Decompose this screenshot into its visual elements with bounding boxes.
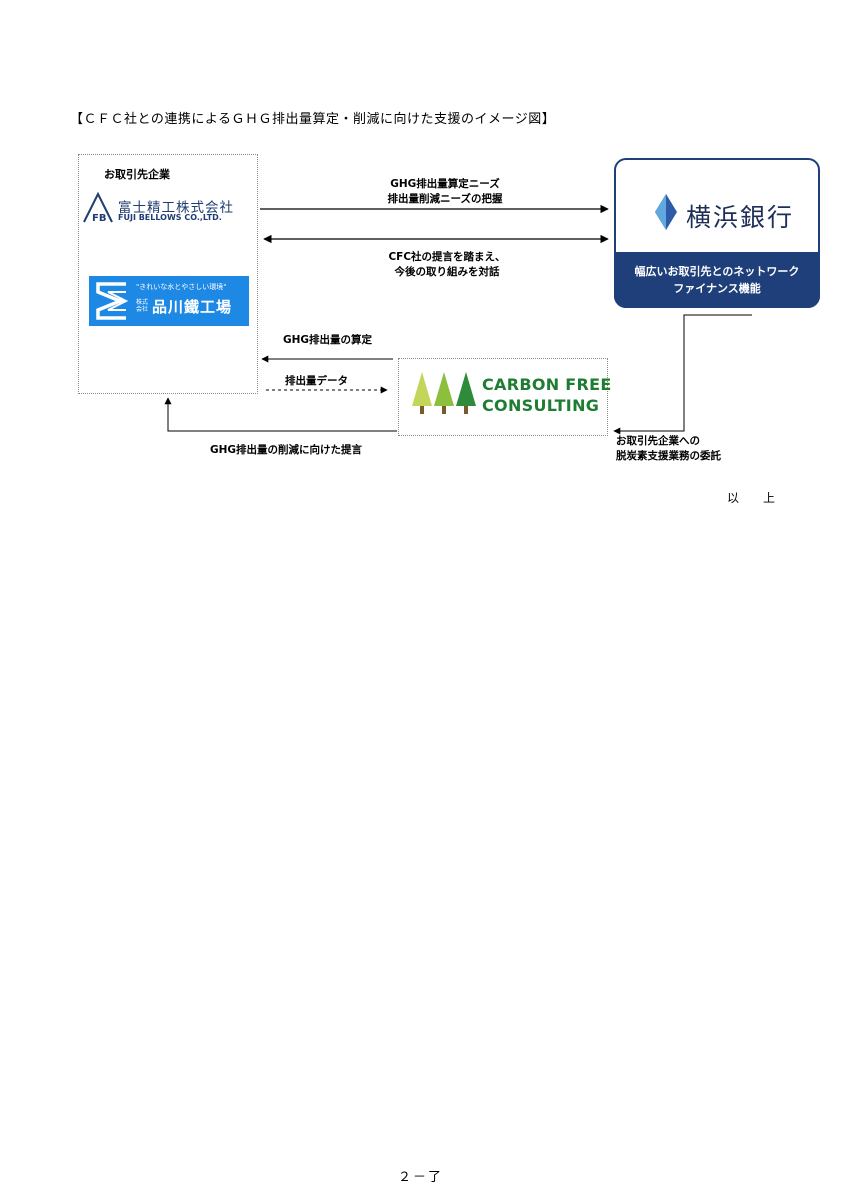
shinagawa-co1: 株式 — [136, 299, 149, 306]
bank-description: 幅広いお取引先とのネットワーク ファイナンス機能 — [614, 263, 820, 297]
fuji-name-jp: 富士精工株式会社 — [118, 200, 234, 216]
trees-icon — [412, 372, 476, 414]
fuji-logo-icon: FB — [83, 191, 113, 224]
end-mark: 以 上 — [727, 491, 782, 505]
shinagawa-co2: 会社 — [136, 306, 149, 313]
tree-3 — [456, 372, 476, 414]
fuji-name-en: FUJI BELLOWS CO.,LTD. — [118, 213, 222, 222]
tree-2 — [434, 372, 454, 414]
shinagawa-tagline: "きれいな水とやさしい環境" — [136, 283, 227, 291]
shinagawa-s-icon — [96, 282, 129, 320]
bank-sub-2: ファイナンス機能 — [673, 282, 761, 295]
tree-1 — [412, 372, 432, 414]
proposal-label: GHG排出量の削減に向けた提言 — [210, 444, 363, 456]
bank-name: 横浜銀行 — [686, 203, 795, 232]
shinagawa-name: 品川鐵工場 — [152, 298, 233, 316]
arrow-entrust — [613, 314, 752, 435]
client-label: お取引先企業 — [104, 168, 170, 181]
needs-line1: GHG排出量算定ニーズ — [390, 178, 500, 190]
shinagawa-company-type: 株式 会社 — [136, 299, 148, 313]
bank-footer — [614, 252, 820, 308]
entrust-line1: お取引先企業への — [616, 435, 700, 447]
client-companies-box — [78, 154, 258, 394]
data-label: 排出量データ — [285, 375, 348, 387]
bank-sub-1: 幅広いお取引先とのネットワーク — [634, 265, 800, 278]
cfc-name-line1: CARBON FREE — [482, 375, 612, 394]
calc-label: GHG排出量の算定 — [283, 334, 373, 346]
dialog-label: CFC社の提言を踏まえ、 今後の取り組みを対話 — [352, 249, 542, 279]
dialog-line1: CFC社の提言を踏まえ、 — [388, 251, 506, 263]
needs-line2: 排出量削減ニーズの把握 — [387, 193, 503, 205]
cfc-name-line2: CONSULTING — [482, 396, 600, 415]
page-number: ２－了 — [398, 1170, 444, 1185]
needs-label: GHG排出量算定ニーズ 排出量削減ニーズの把握 — [360, 176, 530, 206]
dialog-line2: 今後の取り組みを対話 — [394, 266, 500, 278]
fuji-logo-mark: FB — [92, 213, 106, 224]
entrust-label: お取引先企業への 脱炭素支援業務の委託 — [616, 434, 721, 464]
arrow-proposal — [164, 397, 397, 432]
entrust-line2: 脱炭素支援業務の委託 — [616, 450, 721, 462]
bank-logo-icon — [655, 194, 677, 230]
cfc-box — [398, 358, 608, 436]
page-title: 【ＣＦＣ社との連携によるＧＨＧ排出量算定・削減に向けた支援のイメージ図】 — [70, 112, 556, 127]
